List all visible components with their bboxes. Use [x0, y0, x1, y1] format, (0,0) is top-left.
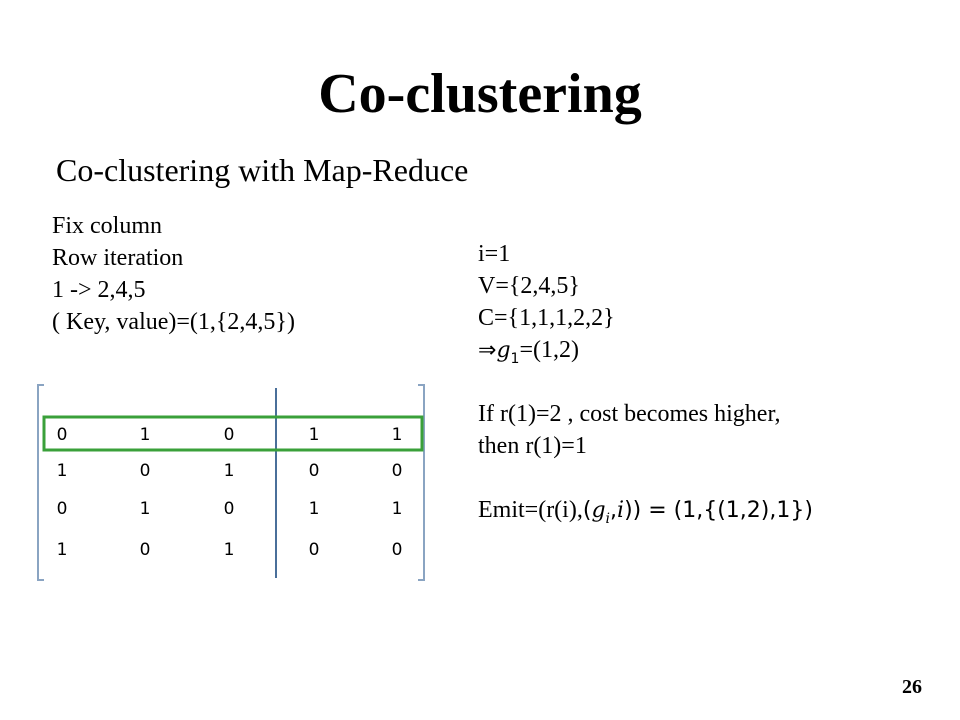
matrix-cell: 0: [224, 499, 235, 519]
emit-subscript: i: [605, 510, 611, 527]
right-line-then: then r(1)=1: [478, 433, 587, 459]
emit-comma: ,: [610, 498, 618, 523]
right-line-implies: ⇒g1=(1,2): [478, 334, 813, 367]
emit-prefix: Emit=(r(i),: [478, 497, 583, 523]
right-line-i: i=1: [478, 241, 511, 267]
matrix-cell: 0: [309, 461, 320, 481]
slide-title: Co-clustering: [318, 63, 642, 125]
emit-open-paren: (: [582, 498, 592, 523]
matrix-cell: 1: [392, 425, 403, 445]
slide-subtitle: Co-clustering with Map-Reduce: [56, 152, 469, 188]
matrix-cell: 0: [309, 540, 320, 560]
matrix-cell: 1: [224, 540, 235, 560]
left-line-fix-column: Fix column: [52, 213, 163, 239]
implies-symbol: ⇒: [478, 338, 497, 363]
emit-suffix: )) = (1,{(1,2),1}): [624, 498, 813, 523]
matrix-cell: 0: [57, 499, 68, 519]
highlighted-row-box: [42, 415, 424, 452]
right-line-c: C={1,1,1,2,2}: [478, 305, 615, 331]
matrix-cell: 0: [57, 425, 68, 445]
matrix-cell: 1: [309, 499, 320, 519]
matrix-cells: 0 1 0 1 1 1 0 1 0 0 0 1 0 1 1 1 0 1 0 0: [57, 425, 403, 560]
right-text-block: i=1 V={2,4,5} C={1,1,1,2,2} ⇒g1=(1,2) If…: [478, 238, 813, 527]
matrix-cell: 0: [392, 540, 403, 560]
left-text-block: Fix column Row iteration 1 -> 2,4,5 ( Ke…: [52, 210, 295, 338]
left-bracket: [37, 384, 44, 581]
right-line-v: V={2,4,5}: [478, 273, 580, 299]
left-line-mapping: 1 -> 2,4,5: [52, 277, 146, 303]
emit-g-variable: g: [591, 498, 606, 523]
matrix-cell: 1: [140, 425, 151, 445]
left-line-row-iteration: Row iteration: [52, 245, 184, 271]
emit-i-variable: i: [617, 498, 625, 523]
matrix-cell: 0: [224, 425, 235, 445]
g1-subscript: 1: [510, 350, 520, 367]
matrix-cell: 0: [392, 461, 403, 481]
page-number: 26: [902, 676, 922, 698]
matrix-cell: 1: [309, 425, 320, 445]
right-bracket: [418, 384, 425, 581]
left-line-key-value: ( Key, value)=(1,{2,4,5}): [52, 309, 295, 335]
matrix-cell: 1: [57, 461, 68, 481]
matrix-cell: 0: [140, 461, 151, 481]
matrix-cell: 1: [224, 461, 235, 481]
right-line-emit: Emit=(r(i),(gi,i)) = (1,{(1,2),1}): [478, 494, 813, 527]
g1-variable: g: [496, 338, 511, 363]
g1-value: =(1,2): [519, 337, 579, 363]
matrix-cell: 1: [140, 499, 151, 519]
matrix-cell: 1: [392, 499, 403, 519]
right-line-if: If r(1)=2 , cost becomes higher,: [478, 401, 781, 427]
matrix-cell: 1: [57, 540, 68, 560]
matrix-cell: 0: [140, 540, 151, 560]
